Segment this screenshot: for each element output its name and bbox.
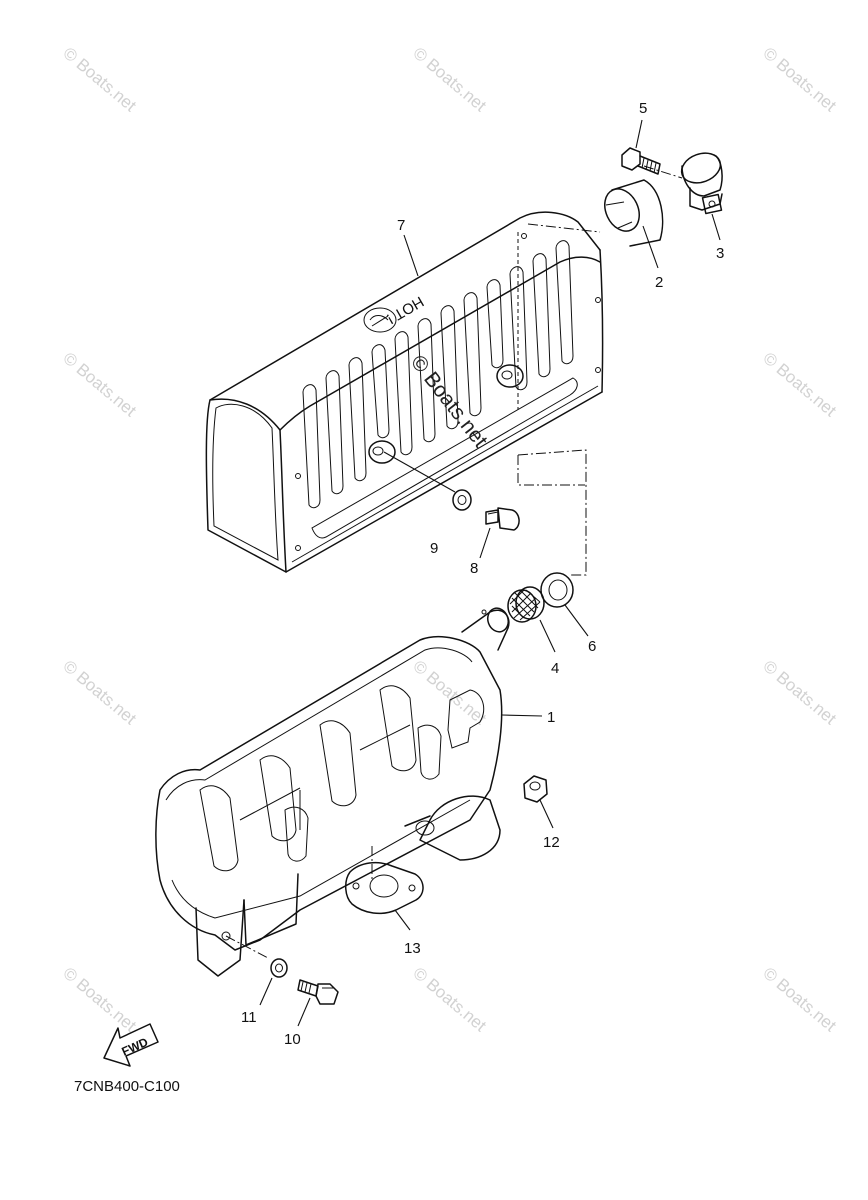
watermark: © Boats.net [759,349,840,421]
callout-10[interactable]: 10 [284,1031,301,1048]
protector-boss [496,364,524,388]
part-12-nut[interactable] [523,775,548,803]
protector-boss [368,440,396,464]
watermark: © Boats.net [759,964,840,1036]
part-2-pipe-end[interactable] [598,179,664,247]
callout-labels: 5 2 3 7 9 8 4 6 1 12 13 11 10 [241,100,724,1048]
part-7-muffler-protector[interactable]: HOT ! © Boats.net [205,211,604,573]
part-9-washer[interactable] [452,489,472,511]
part-1-muffler[interactable] [155,605,512,977]
callout-6[interactable]: 6 [588,638,596,655]
part-5-bolt[interactable] [621,147,661,175]
callout-7[interactable]: 7 [397,217,405,234]
watermark: © Boats.net [759,44,840,116]
watermark: © Boats.net [759,657,840,729]
part-10-bolt[interactable] [297,979,339,1005]
part-11-washer[interactable] [270,958,288,978]
callout-13[interactable]: 13 [404,940,421,957]
diagram-code: 7CNB400-C100 [74,1078,180,1095]
part-4-screen[interactable] [507,586,545,623]
callout-1[interactable]: 1 [547,709,555,726]
hot-warning-label: HOT ! [363,293,427,333]
watermark: © Boats.net [409,44,490,116]
callout-8[interactable]: 8 [470,560,478,577]
callout-9[interactable]: 9 [430,540,438,557]
callout-3[interactable]: 3 [716,245,724,262]
watermark: © Boats.net [59,657,140,729]
watermark: © Boats.net [59,44,140,116]
leader-lines [259,119,721,1027]
fwd-text: FWD [120,1035,151,1059]
watermark: © Boats.net [409,657,490,729]
callout-4[interactable]: 4 [551,660,559,677]
watermark: © Boats.net [59,964,140,1036]
callout-12[interactable]: 12 [543,834,560,851]
callout-5[interactable]: 5 [639,100,647,117]
hand-warning-icon [363,307,397,333]
part-3-clamp[interactable] [677,148,724,215]
watermarks: © Boats.net © Boats.net © Boats.net © Bo… [59,44,840,1036]
part-6-gasket[interactable] [540,572,574,608]
assembly-lines [225,165,683,959]
callout-11[interactable]: 11 [241,1009,257,1026]
hot-text: HOT ! [384,293,427,328]
watermark: © Boats.net [409,964,490,1036]
part-13-gasket[interactable] [345,861,424,915]
part-8-bolt[interactable] [485,507,520,531]
callout-2[interactable]: 2 [655,274,663,291]
watermark: © Boats.net [59,349,140,421]
fwd-arrow-icon [103,1023,159,1067]
